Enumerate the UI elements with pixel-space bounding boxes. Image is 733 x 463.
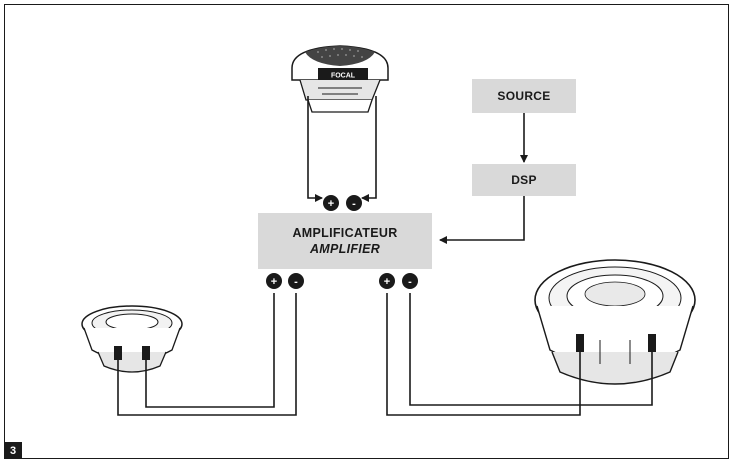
svg-text:-: -: [408, 276, 412, 288]
page-number: 3: [4, 442, 22, 459]
left-woofer-speaker: [81, 305, 183, 373]
tweeter-speaker: FOCAL: [291, 45, 389, 113]
svg-text:+: +: [384, 276, 390, 288]
amplifier-label-fr: AMPLIFICATEUR: [292, 226, 398, 240]
dsp-to-amp-arrow: [439, 196, 525, 244]
right-subwoofer-speaker: [534, 259, 696, 385]
svg-text:-: -: [352, 198, 356, 210]
source-box: SOURCE: [472, 79, 576, 113]
diagram-frame: [4, 4, 729, 459]
subwoofer-plus-terminal: +: [379, 273, 395, 289]
left-woofer-minus-terminal: -: [288, 273, 304, 289]
amplifier-box: AMPLIFICATEUR AMPLIFIER: [258, 213, 432, 269]
tweeter-minus-terminal: -: [346, 195, 362, 211]
tweeter-plus-terminal: +: [323, 195, 339, 211]
source-label: SOURCE: [497, 89, 551, 103]
subwoofer-wires: [386, 293, 653, 416]
dsp-box: DSP: [472, 164, 576, 196]
left-woofer-wires: [117, 293, 297, 416]
svg-text:-: -: [294, 276, 298, 288]
tweeter-wires: [307, 96, 377, 202]
signal-path-arrows: [439, 113, 528, 244]
dsp-label: DSP: [511, 173, 537, 187]
left-woofer-plus-terminal: +: [266, 273, 282, 289]
subwoofer-minus-terminal: -: [402, 273, 418, 289]
amplifier-label-en: AMPLIFIER: [309, 242, 381, 256]
svg-text:+: +: [271, 276, 277, 288]
svg-text:+: +: [328, 198, 334, 210]
tweeter-brand-label: FOCAL: [331, 73, 356, 80]
